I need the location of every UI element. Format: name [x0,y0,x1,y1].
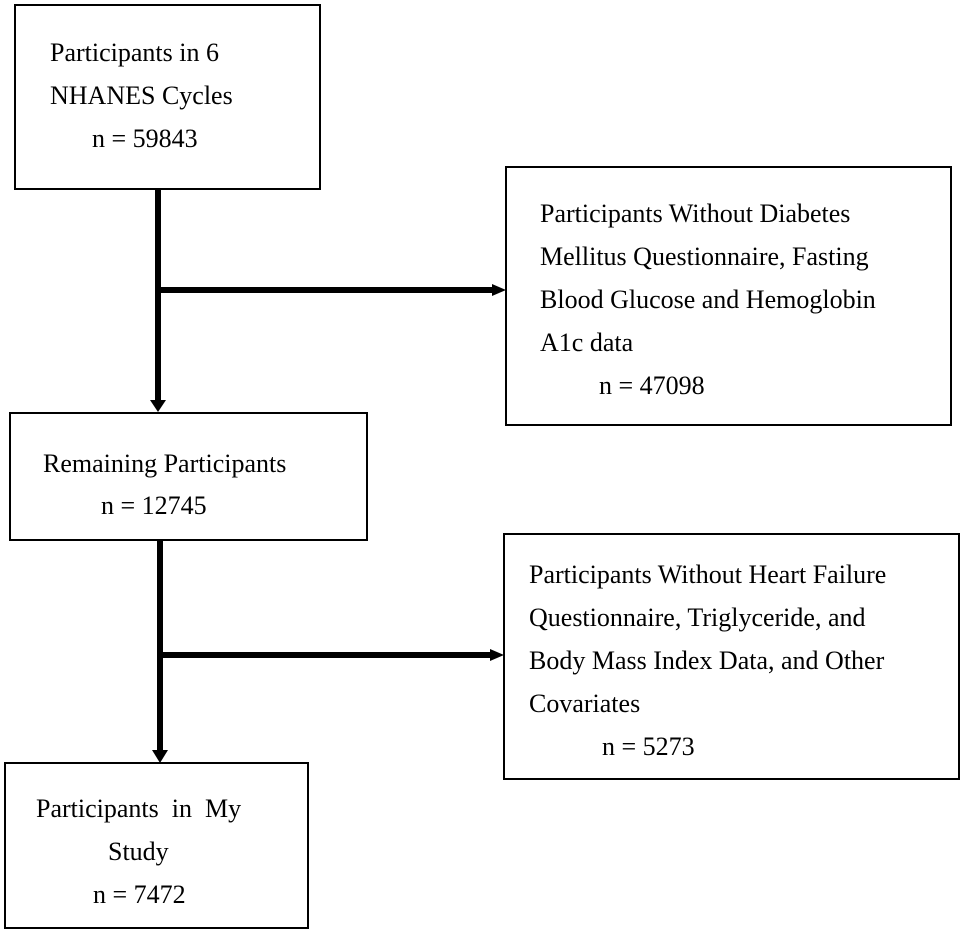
remaining-box-count: n = 12745 [101,491,207,520]
exclusion-2-line-1: Participants Without Heart Failure [529,560,887,589]
exclusion-1-line-4: A1c data [540,328,634,357]
remaining-box-label: Remaining Participants [43,449,287,478]
connector-branch-exclusion-2 [160,652,492,658]
exclusion-diabetes-data-box: Participants Without Diabetes Mellitus Q… [505,166,952,426]
start-participants-box: Participants in 6 NHANES Cycles n = 5984… [14,4,321,190]
start-box-count: n = 59843 [92,124,198,153]
exclusion-2-line-3: Body Mass Index Data, and Other [529,646,885,675]
remaining-participants-box: Remaining Participants n = 12745 [9,412,368,541]
final-box-line-2: Study [108,837,169,866]
exclusion-2-line-4: Covariates [529,689,641,718]
arrowhead-to-exclusion-2 [490,649,504,661]
start-box-line-1: Participants in 6 [50,38,219,67]
arrowhead-to-remaining [150,400,166,412]
connector-branch-exclusion-1 [158,287,494,293]
exclusion-1-count: n = 47098 [599,371,705,400]
exclusion-heart-failure-data-box: Participants Without Heart Failure Quest… [503,533,960,780]
connector-start-to-remaining [155,188,161,401]
final-study-participants-box: Participants in My Study n = 7472 [4,762,309,929]
exclusion-1-line-2: Mellitus Questionnaire, Fasting [540,242,869,271]
arrowhead-to-exclusion-1 [492,284,506,296]
exclusion-2-count: n = 5273 [602,732,695,761]
final-box-line-1: Participants in My [36,794,242,823]
exclusion-2-line-2: Questionnaire, Triglyceride, and [529,603,866,632]
exclusion-1-line-3: Blood Glucose and Hemoglobin [540,285,876,314]
connector-remaining-to-final [157,539,163,751]
arrowhead-to-final [152,750,168,763]
final-box-count: n = 7472 [93,880,186,909]
start-box-line-2: NHANES Cycles [50,81,233,110]
exclusion-1-line-1: Participants Without Diabetes [540,199,851,228]
